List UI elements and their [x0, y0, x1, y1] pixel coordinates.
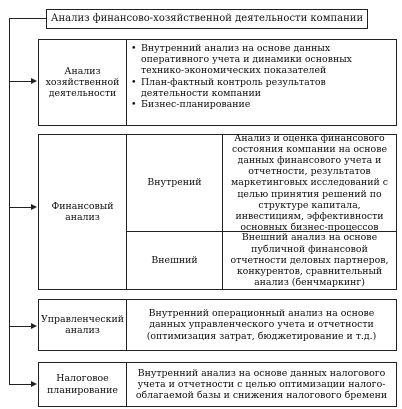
arrow-line-economic — [9, 81, 31, 82]
management-analysis-block: Управленческий анализ Внутренний операци… — [38, 299, 397, 351]
arrow-head-financial — [31, 204, 37, 210]
arrow-line-financial — [9, 207, 31, 208]
financial-external-text: Внешний анализ на основе публичной финан… — [230, 232, 389, 289]
tax-planning-block: Налоговое планирование Внутренний анализ… — [38, 362, 397, 407]
economic-analysis-label: Анализ хозяйственной деятельности — [39, 40, 127, 125]
list-item: Внутренний анализ на основе данных опера… — [131, 43, 393, 77]
economic-analysis-list: Внутренний анализ на основе данных опера… — [131, 43, 393, 110]
economic-analysis-block: Анализ хозяйственной деятельности Внутре… — [38, 39, 397, 126]
title-connector — [9, 18, 46, 19]
arrow-head-economic — [31, 78, 37, 84]
management-analysis-label: Управленческий анализ — [39, 300, 127, 350]
tax-planning-text: Внутренний анализ на основе данных налог… — [135, 367, 388, 402]
arrow-line-tax — [9, 384, 31, 385]
financial-internal-text: Анализ и оценка финансового состояния ко… — [223, 133, 396, 233]
list-item: Бизнес-планирование — [131, 99, 393, 110]
arrow-head-tax — [31, 381, 37, 387]
arrow-line-management — [9, 326, 31, 327]
diagram-title: Анализ финансово-хозяйственной деятельно… — [46, 9, 368, 29]
financial-analysis-block: Финансовый анализ Внутрений Анализ и оце… — [38, 133, 397, 290]
list-item: План-фактный контроль результатов деятел… — [131, 77, 393, 99]
financial-external-label: Внешний — [127, 232, 223, 289]
financial-internal-label: Внутрений — [127, 135, 223, 232]
arrow-head-management — [31, 323, 37, 329]
financial-analysis-label: Финансовый анализ — [39, 135, 127, 289]
management-analysis-text: Внутренний операционный анализ на основе… — [146, 308, 377, 342]
vertical-spine — [9, 18, 10, 384]
tax-planning-label: Налоговое планирование — [39, 363, 127, 406]
diagram-title-text: Анализ финансово-хозяйственной деятельно… — [50, 13, 364, 25]
